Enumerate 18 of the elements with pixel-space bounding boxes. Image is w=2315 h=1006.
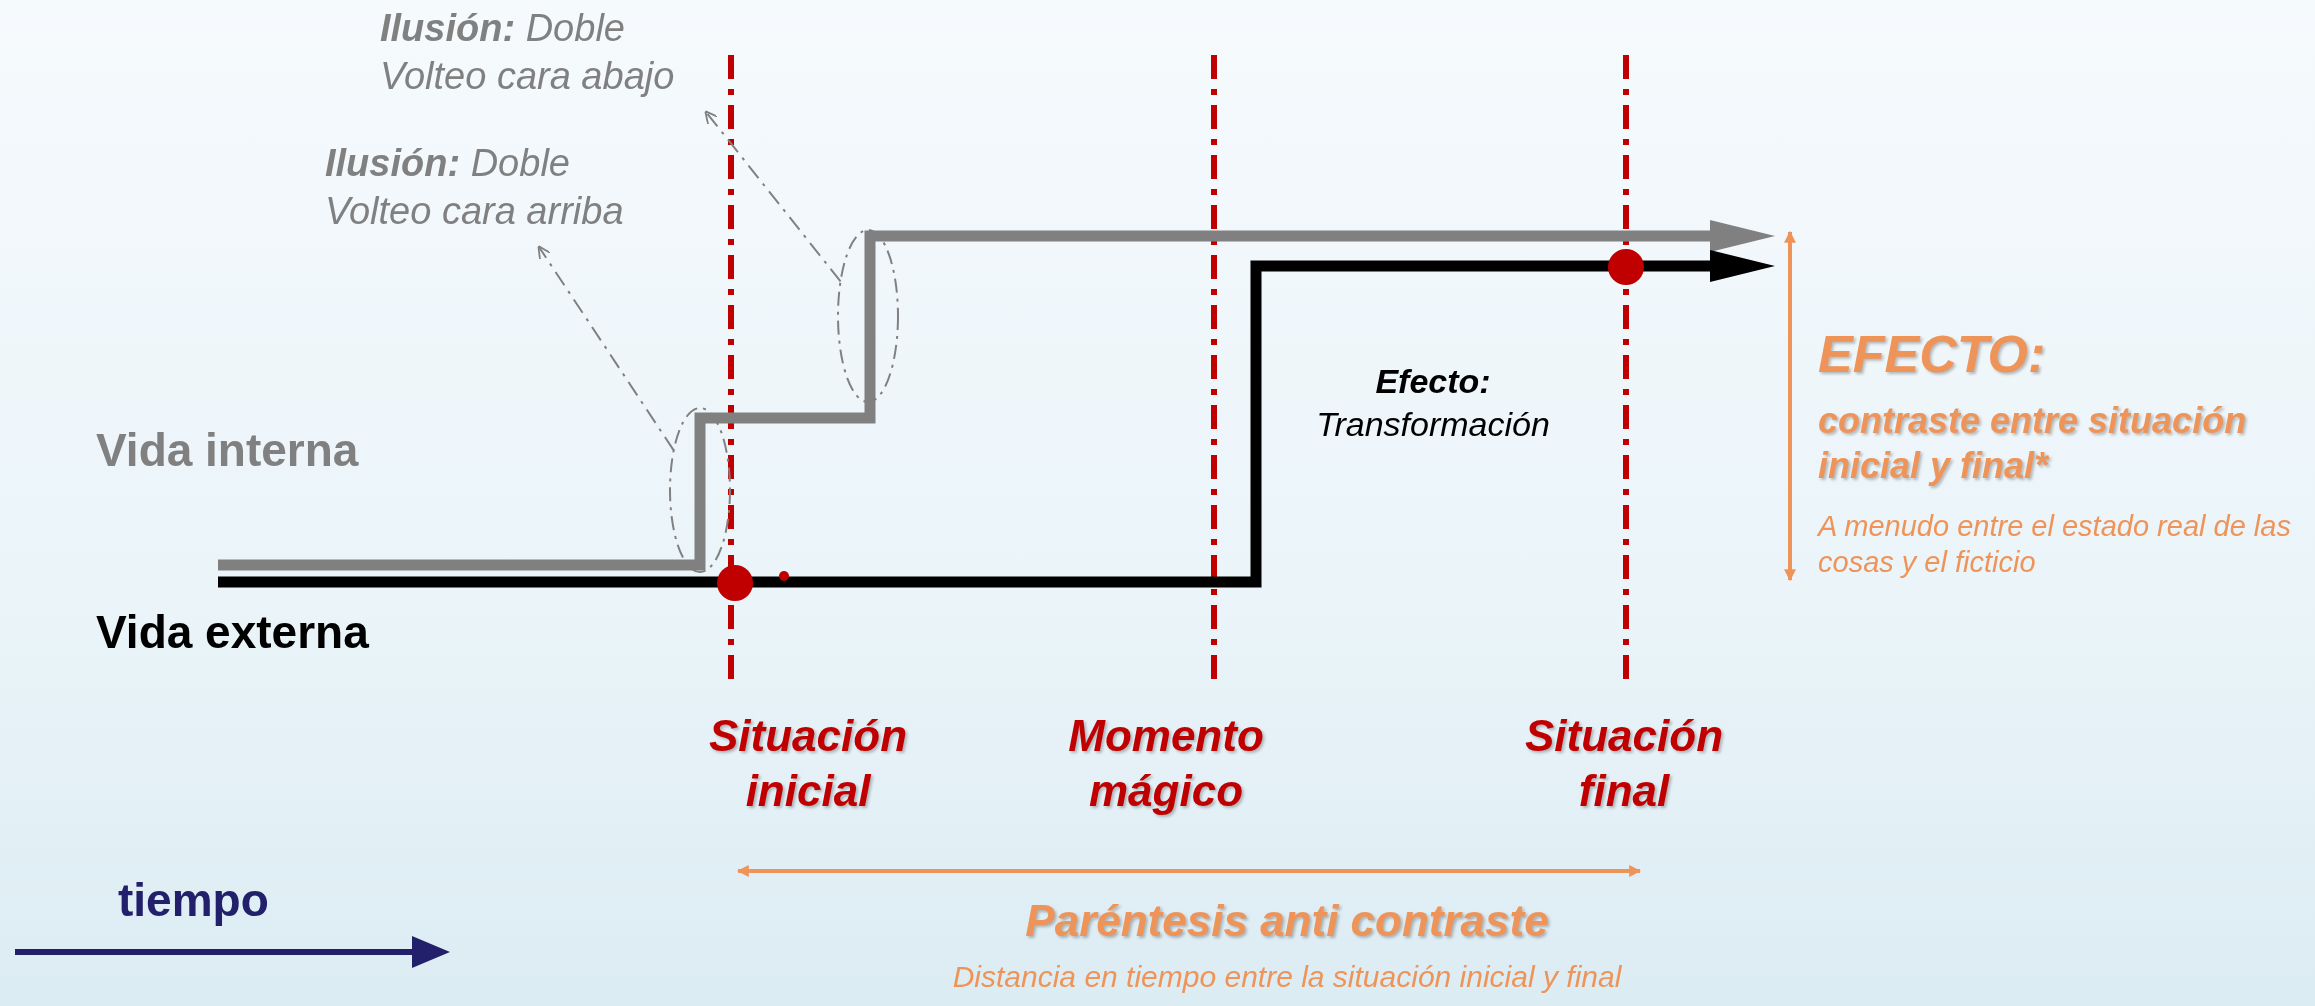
leader-line: [704, 110, 842, 283]
annotation-text: Efecto: Transformación: [1315, 361, 1551, 445]
dashed-ellipse: [837, 229, 899, 403]
heading-text: EFECTO:: [1818, 324, 2046, 385]
milestone-label: Momento mágico: [1067, 710, 1265, 817]
axis-label: Vida externa: [96, 605, 369, 660]
leader-line: [537, 245, 675, 452]
heading-text: Paréntesis anti contraste: [1025, 895, 1549, 947]
callout-text: Ilusión: Doble Volteo cara arriba: [325, 140, 685, 235]
milestone-label: Situación final: [1524, 710, 1724, 817]
note-text: Distancia en tiempo entre la situación inicial y final: [952, 959, 1622, 995]
annotation-text: contraste entre situación inicial y final*: [1818, 399, 2248, 488]
axis-label: Vida interna: [96, 423, 359, 478]
axis-label: tiempo: [118, 873, 269, 928]
callout-text: Ilusión: Doble Volteo cara abajo: [380, 5, 740, 100]
milestone-label: Situación inicial: [708, 710, 908, 817]
dashed-ellipse: [669, 407, 731, 573]
note-text: A menudo entre el estado real de las cosas y el ficticio: [1818, 509, 2292, 581]
